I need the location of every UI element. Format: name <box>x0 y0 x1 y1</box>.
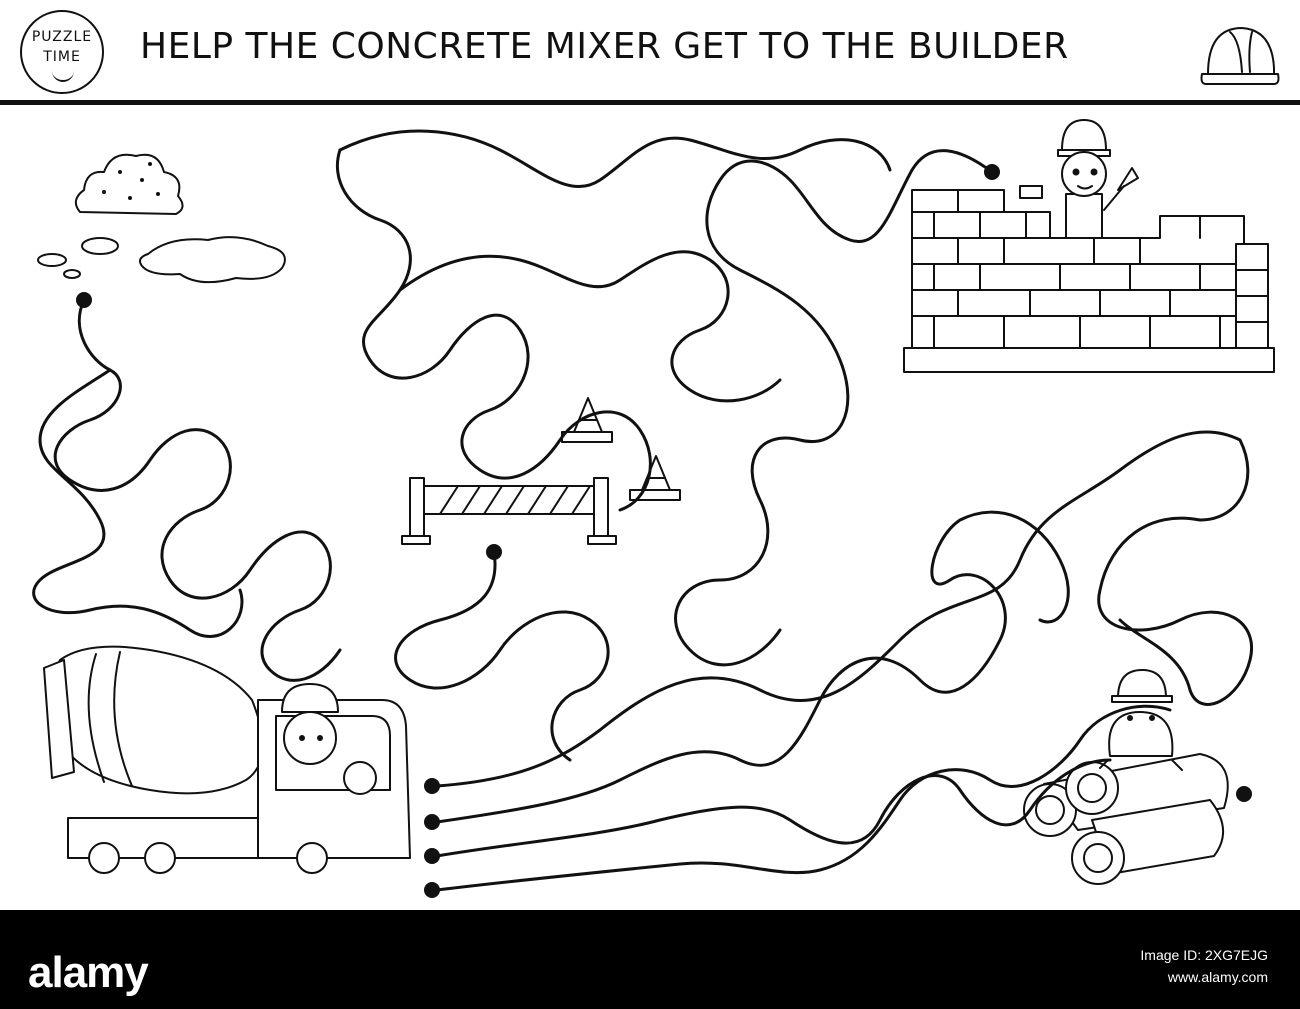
start-dot <box>424 848 440 864</box>
logs-icon <box>1023 753 1229 885</box>
smile-icon <box>52 70 74 82</box>
brick-wall-icon <box>903 189 1275 373</box>
stock-footer: alamy Image ID: 2XG7EJG www.alamy.com <box>0 910 1300 1009</box>
header-divider <box>0 100 1300 105</box>
builder-end-dot <box>984 164 1000 180</box>
site-url-text: www.alamy.com <box>1167 969 1268 985</box>
traffic-cone-icon <box>629 455 681 501</box>
start-dot <box>424 814 440 830</box>
road-barrier-icon <box>401 477 617 545</box>
builder-icon <box>1019 119 1139 239</box>
hard-hat-icon <box>1200 27 1280 85</box>
puddle-icon <box>37 236 286 284</box>
sand-pile-icon <box>74 153 184 215</box>
start-dot <box>424 882 440 898</box>
badge-text-line1: PUZZLE <box>31 29 93 45</box>
puzzle-time-badge: PUZZLE TIME <box>20 10 104 94</box>
footer-info: Image ID: 2XG7EJG www.alamy.com <box>1140 944 1268 988</box>
brand-logo: alamy <box>28 948 149 997</box>
traffic-cone-icon <box>561 397 613 443</box>
concrete-mixer-truck-icon <box>43 645 411 874</box>
start-dot <box>424 778 440 794</box>
maze-area <box>32 119 1275 898</box>
path-end-dot <box>486 544 502 560</box>
frog-builder-icon <box>1099 669 1183 771</box>
badge-text-line2: TIME <box>43 49 81 65</box>
maze-paths <box>32 129 1253 892</box>
path-end-dot <box>76 292 92 308</box>
path-end-dot <box>1236 786 1252 802</box>
puzzle-title: HELP THE CONCRETE MIXER GET TO THE BUILD… <box>140 26 1069 67</box>
image-id-text: Image ID: 2XG7EJG <box>1140 947 1268 963</box>
